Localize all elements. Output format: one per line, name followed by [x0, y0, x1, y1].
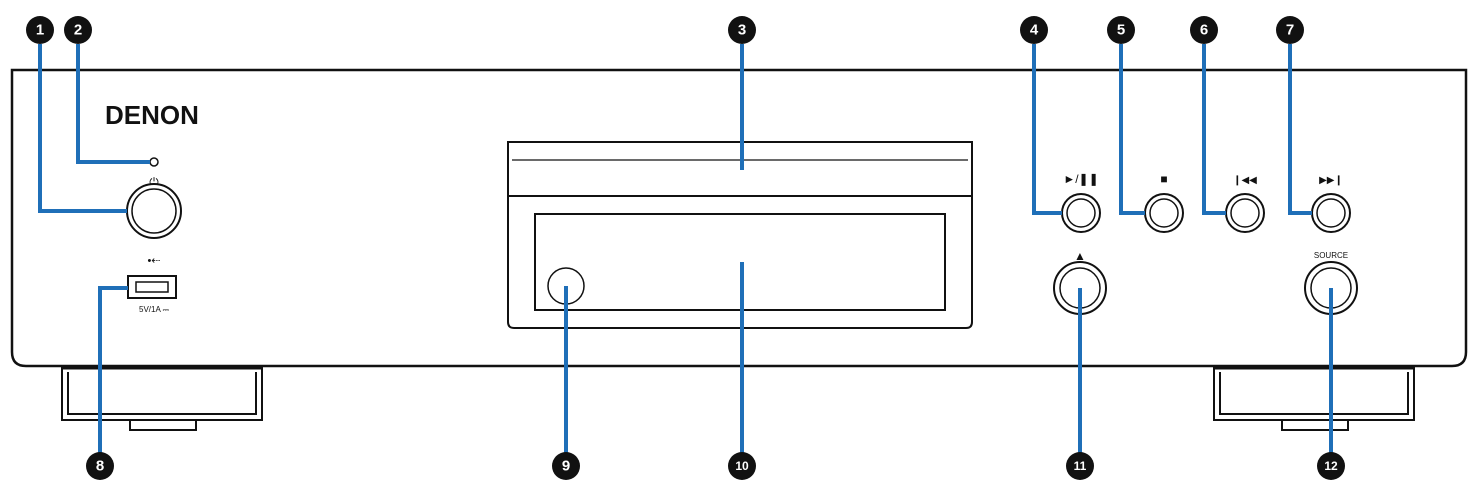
leader-line-7 — [1288, 44, 1312, 215]
power-symbol-label: ⏻ — [149, 175, 159, 189]
callout-9: 9 — [552, 452, 580, 480]
leader-line-4 — [1032, 44, 1062, 215]
callout-1: 1 — [26, 16, 54, 44]
callout-10: 10 — [728, 452, 756, 480]
leader-line-1 — [38, 44, 127, 213]
callout-1-number: 1 — [36, 22, 44, 39]
eject-label: ▲ — [1074, 249, 1086, 263]
leader-line-8 — [98, 286, 128, 455]
usb-rating-label: 5V/1A ⎓ — [139, 305, 170, 314]
stop-button[interactable] — [1144, 193, 1184, 233]
callout-10-number: 10 — [735, 459, 749, 473]
right-foot — [1213, 366, 1415, 431]
callout-11: 11 — [1066, 452, 1094, 480]
play-pause-button[interactable] — [1061, 193, 1101, 233]
previous-button[interactable] — [1225, 193, 1265, 233]
callout-12: 12 — [1317, 452, 1345, 480]
callout-5: 5 — [1107, 16, 1135, 44]
source-label: SOURCE — [1314, 251, 1348, 260]
callout-6: 6 — [1190, 16, 1218, 44]
callout-2: 2 — [64, 16, 92, 44]
callout-7: 7 — [1276, 16, 1304, 44]
usb-symbol-label: •⇠ — [147, 255, 160, 267]
callout-5-number: 5 — [1117, 22, 1125, 39]
callout-8-number: 8 — [96, 458, 104, 475]
callout-3-number: 3 — [738, 22, 746, 39]
callout-7-number: 7 — [1286, 22, 1294, 39]
callout-9-number: 9 — [562, 458, 570, 475]
usb-port[interactable] — [127, 275, 177, 299]
leader-line-2 — [76, 44, 150, 164]
callout-3: 3 — [728, 16, 756, 44]
leader-line-5 — [1119, 44, 1145, 215]
play-pause-label: ►/❚❚ — [1063, 172, 1098, 186]
callout-4-number: 4 — [1030, 22, 1039, 39]
leader-line-6 — [1202, 44, 1226, 215]
next-button[interactable] — [1311, 193, 1351, 233]
next-label: ▶▶❙ — [1319, 175, 1343, 186]
callout-8: 8 — [86, 452, 114, 480]
stop-label: ■ — [1160, 172, 1167, 186]
callout-2-number: 2 — [74, 22, 82, 39]
chassis — [10, 68, 1468, 368]
callout-11-number: 11 — [1074, 459, 1087, 473]
brand-logo: DENON — [105, 100, 199, 130]
callout-4: 4 — [1020, 16, 1048, 44]
callout-6-number: 6 — [1200, 22, 1208, 39]
previous-label: ❙◀◀ — [1233, 175, 1257, 186]
leader-lines — [38, 44, 1333, 455]
left-foot — [61, 366, 263, 431]
power-indicator-led — [149, 157, 159, 167]
callout-12-number: 12 — [1324, 459, 1338, 473]
power-button[interactable] — [126, 183, 182, 239]
